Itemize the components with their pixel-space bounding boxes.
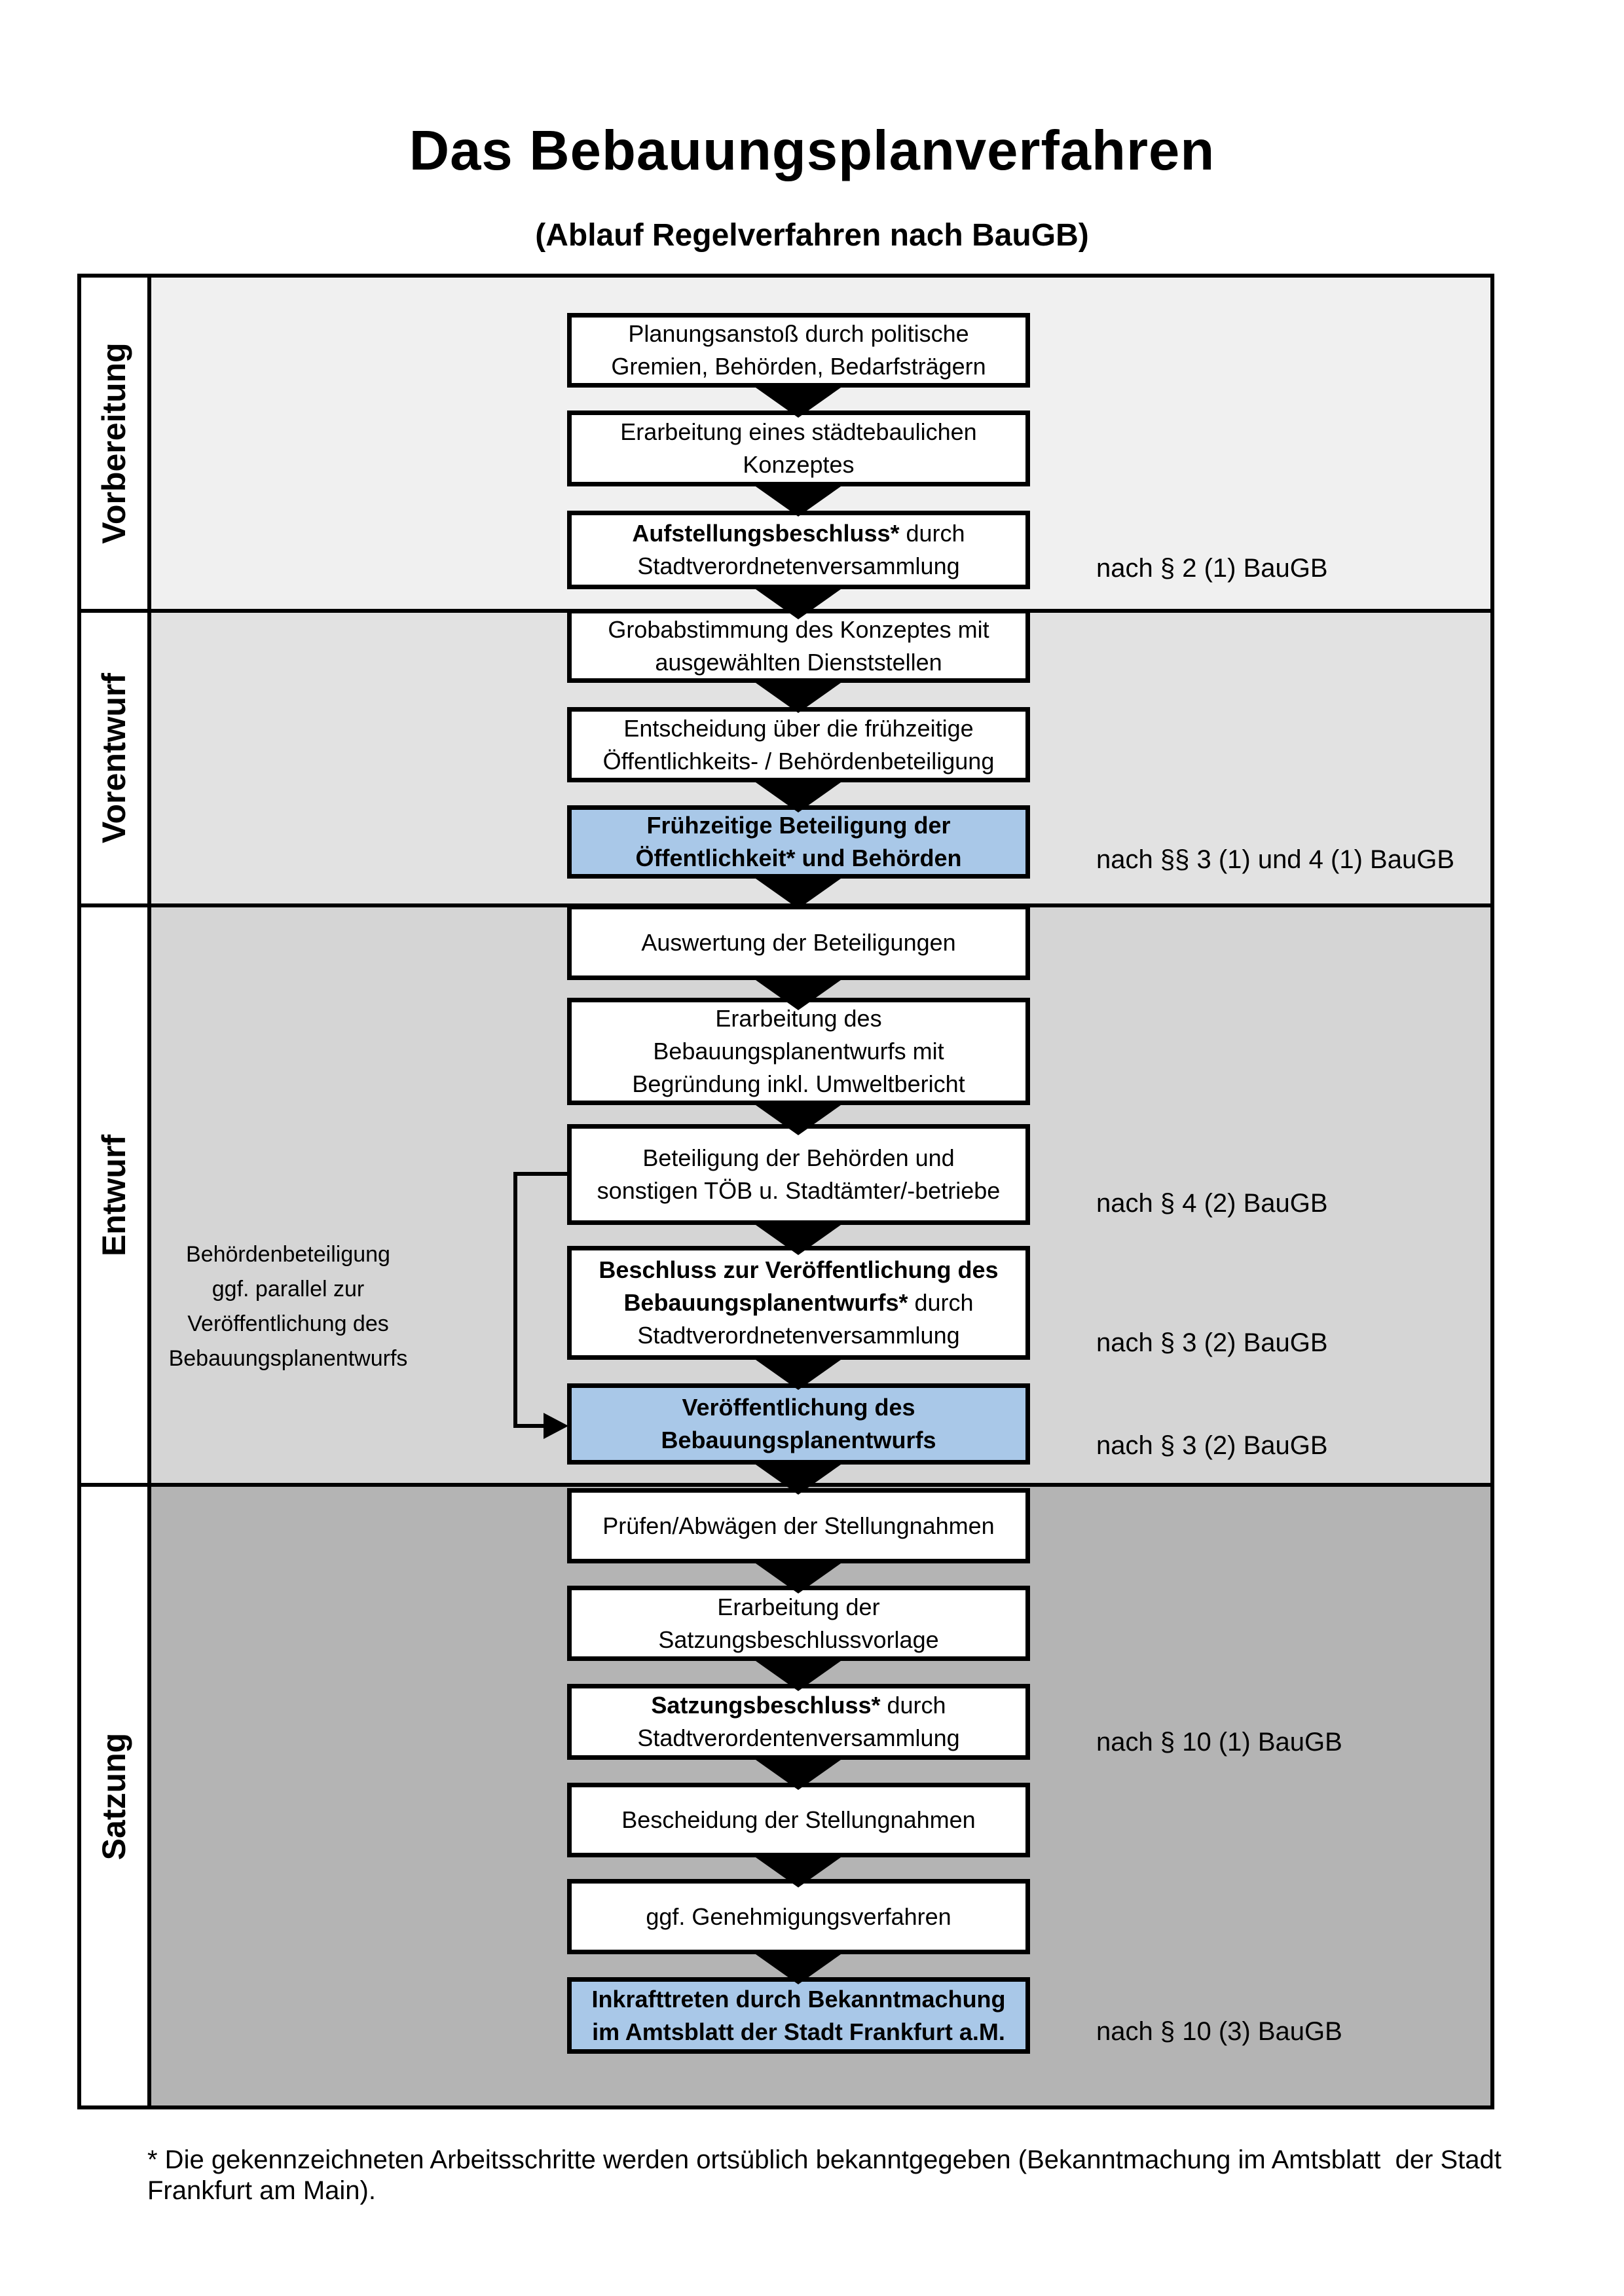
step-veroeffentlichung: Veröffentlichung des Bebauungsplanentwur… (567, 1383, 1030, 1465)
process-frame: Vorbereitung Vorentwurf Entwurf Satzung … (77, 274, 1494, 2109)
step-text-bold: Beschluss zur Veröffentlichung des Bebau… (599, 1256, 999, 1316)
flow-arrow-down-icon (756, 879, 841, 909)
step-text-bold: Inkrafttreten (591, 1985, 729, 2013)
step-veroeffentlichungs-beschluss: Beschluss zur Veröffentlichung des Bebau… (567, 1246, 1030, 1360)
page-subtitle: (Ablauf Regelverfahren nach BauGB) (535, 218, 1089, 253)
step-inkrafttreten: Inkrafttreten durch Bekanntmachung im Am… (567, 1977, 1030, 2054)
flow-arrow-down-icon (756, 1760, 841, 1790)
phase-label-entwurf: Entwurf (96, 1134, 132, 1256)
step-text: Erarbeitung des Bebauungsplanentwurfs mi… (632, 1005, 965, 1097)
flow-arrow-down-icon (756, 1954, 841, 1984)
step-text: Bescheidung der Stellungnahmen (621, 1806, 976, 1833)
step-text-rest: durch Stadtverordentenversammlung (637, 1692, 960, 1751)
step-text-rest: durch Bekanntmachung im Amtsblatt der St… (592, 1985, 1006, 2045)
step-text-bold: Satzungsbeschluss* (651, 1692, 881, 1719)
step-text: Prüfen/Abwägen der Stellungnahmen (602, 1512, 995, 1539)
step-text: ggf. Genehmigungsverfahren (646, 1903, 951, 1930)
step-auswertung-beteiligungen: Auswertung der Beteiligungen (567, 905, 1030, 980)
step-konzept-erarbeitung: Erarbeitung eines städtebaulichen Konzep… (567, 410, 1030, 486)
law-reference: nach § 10 (1) BauGB (1096, 1728, 1342, 1757)
law-reference: nach § 3 (2) BauGB (1096, 1328, 1328, 1357)
parallel-connector-vertical (513, 1172, 517, 1428)
step-text: Auswertung der Beteiligungen (641, 928, 956, 956)
phase-label-column: Entwurf (81, 907, 151, 1483)
flow-arrow-down-icon (756, 1465, 841, 1495)
flow-arrow-down-icon (756, 782, 841, 812)
step-text-rest: durch Stadtverordnetenversammlung (637, 520, 965, 579)
parallel-note: Behördenbeteiligung ggf. parallel zur Ve… (168, 1242, 408, 1371)
parallel-connector-arrow-icon (544, 1413, 568, 1439)
step-aufstellungsbeschluss: Aufstellungsbeschluss* durch Stadtverord… (567, 511, 1030, 589)
law-reference: nach § 2 (1) BauGB (1096, 554, 1328, 583)
law-reference: nach § 10 (3) BauGB (1096, 2017, 1342, 2046)
flow-arrow-down-icon (756, 1563, 841, 1594)
flow-arrow-down-icon (756, 1857, 841, 1887)
phase-label-column: Vorentwurf (81, 613, 151, 903)
step-entwurf-erarbeitung: Erarbeitung des Bebauungsplanentwurfs mi… (567, 998, 1030, 1105)
step-text: Grobabstimmung des Konzeptes mit ausgewä… (608, 615, 989, 676)
step-fruehzeitige-beteiligung: Frühzeitige Beteiligung der Öffentlichke… (567, 805, 1030, 879)
phase-label-vorbereitung: Vorbereitung (96, 342, 132, 544)
step-text: Veröffentlichung des Bebauungsplanentwur… (661, 1394, 936, 1453)
parallel-connector-top (513, 1172, 571, 1176)
flow-arrow-down-icon (756, 1661, 841, 1691)
flow-arrow-down-icon (756, 1225, 841, 1255)
step-text: Frühzeitige Beteiligung der Öffentlichke… (635, 812, 962, 871)
step-text: Entscheidung über die frühzeitige Öffent… (602, 714, 995, 774)
flow-arrow-down-icon (756, 1360, 841, 1390)
flow-arrow-down-icon (756, 683, 841, 713)
law-reference: nach § 4 (2) BauGB (1096, 1189, 1328, 1218)
step-text: Planungsanstoß durch politische Gremien,… (611, 320, 986, 380)
flow-arrow-down-icon (756, 388, 841, 418)
footnote: * Die gekennzeichneten Arbeitsschritte w… (147, 2145, 1502, 2205)
step-satzungsbeschluss: Satzungsbeschluss* durch Stadtverordente… (567, 1684, 1030, 1760)
flow-arrow-down-icon (756, 1105, 841, 1135)
step-bescheidung: Bescheidung der Stellungnahmen (567, 1783, 1030, 1857)
step-entscheidung-beteiligung: Entscheidung über die frühzeitige Öffent… (567, 707, 1030, 782)
step-text-bold: Aufstellungsbeschluss* (632, 520, 900, 547)
step-text: Aufstellungsbeschluss* durch Stadtverord… (632, 517, 965, 583)
phase-label-column: Vorbereitung (81, 278, 151, 609)
flow-arrow-down-icon (756, 980, 841, 1010)
step-text: Beteiligung der Behörden und sonstigen T… (597, 1144, 1001, 1204)
page-title: Das Bebauungsplanverfahren (409, 120, 1215, 182)
step-planungsanstoss: Planungsanstoß durch politische Gremien,… (567, 313, 1030, 388)
step-text: Inkrafttreten durch Bekanntmachung im Am… (591, 1983, 1005, 2049)
step-text: Satzungsbeschluss* durch Stadtverordente… (637, 1689, 959, 1755)
step-text: Erarbeitung der Satzungsbeschlussvorlage (658, 1593, 939, 1653)
step-text-rest: durch Stadtverordnetenversammlung (637, 1289, 974, 1349)
step-pruefen-abwaegen: Prüfen/Abwägen der Stellungnahmen (567, 1488, 1030, 1563)
step-satzungsvorlage: Erarbeitung der Satzungsbeschlussvorlage (567, 1586, 1030, 1661)
flow-arrow-down-icon (756, 589, 841, 619)
parallel-connector-bottom (513, 1424, 547, 1428)
step-text: Beschluss zur Veröffentlichung des Bebau… (599, 1254, 998, 1352)
flow-arrow-down-icon (756, 486, 841, 517)
step-text: Erarbeitung eines städtebaulichen Konzep… (620, 418, 977, 478)
law-reference: nach § 3 (2) BauGB (1096, 1431, 1328, 1460)
step-toeb-beteiligung: Beteiligung der Behörden und sonstigen T… (567, 1124, 1030, 1225)
step-grobabstimmung: Grobabstimmung des Konzeptes mit ausgewä… (567, 609, 1030, 683)
law-reference: nach §§ 3 (1) und 4 (1) BauGB (1096, 845, 1454, 874)
phase-label-column: Satzung (81, 1487, 151, 2105)
phase-label-satzung: Satzung (96, 1732, 132, 1860)
step-genehmigungsverfahren: ggf. Genehmigungsverfahren (567, 1879, 1030, 1954)
phase-label-vorentwurf: Vorentwurf (96, 672, 132, 844)
